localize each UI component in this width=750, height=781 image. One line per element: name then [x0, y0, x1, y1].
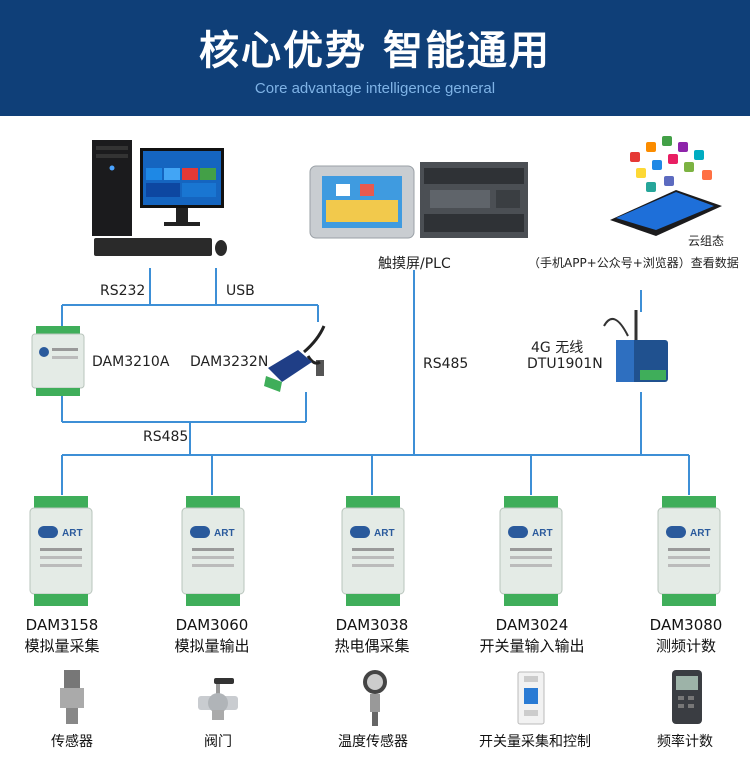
field-device-label: 开关量采集和控制 [479, 734, 591, 750]
cloud-config-label: 云组态 [688, 234, 725, 248]
dam3232n-usb-converter-icon [264, 325, 326, 392]
field-device-label: 传感器 [51, 734, 93, 750]
module-dam3158-brand: ART [62, 528, 83, 539]
module-model: DAM3158 [25, 616, 99, 634]
valve-icon [198, 678, 238, 720]
module-model: DAM3080 [649, 616, 723, 634]
usb-label: USB [226, 283, 255, 299]
module-desc: 开关量输入输出 [479, 637, 585, 655]
module-dam3024-label: DAM3024 开关量输入输出 [472, 615, 592, 657]
module-model: DAM3038 [335, 616, 409, 634]
temperature-sensor-icon [363, 670, 387, 726]
header-banner: 核心优势 智能通用 Core advantage intelligence ge… [0, 0, 750, 116]
dam3232n-label: DAM3232N [190, 354, 269, 370]
page-title: 核心优势 智能通用 [199, 28, 551, 74]
module-dam3038-brand: ART [374, 528, 395, 539]
rs485-mid-label: RS485 [423, 356, 469, 372]
module-desc: 模拟量采集 [24, 637, 100, 655]
dtu-network-label: 4G 无线 [531, 340, 584, 356]
dam3210a-converter-icon [31, 326, 85, 396]
field-device-label: 频率计数 [657, 734, 713, 750]
module-dam3060-label: DAM3060 模拟量输出 [152, 615, 272, 657]
dam3210a-label: DAM3210A [92, 354, 170, 370]
rs485-left-label: RS485 [143, 429, 189, 445]
module-dam3158-label: DAM3158 模拟量采集 [2, 615, 122, 657]
dtu-model-label: DTU1901N [527, 356, 603, 372]
module-dam3024-brand: ART [532, 528, 553, 539]
module-desc: 测频计数 [655, 637, 716, 655]
module-desc: 热电偶采集 [334, 637, 410, 655]
module-dam3080-label: DAM3080 测频计数 [626, 615, 746, 657]
dtu-4g-icon [603, 310, 668, 382]
circuit-breaker-icon [517, 671, 545, 725]
module-desc: 模拟量输出 [174, 637, 250, 655]
touchscreen-plc-icon [309, 162, 528, 239]
module-dam3038-icon: ART [341, 496, 405, 606]
field-device-label: 温度传感器 [338, 734, 408, 750]
module-dam3080-brand: ART [690, 528, 711, 539]
module-model: DAM3060 [175, 616, 249, 634]
module-model: DAM3024 [495, 616, 569, 634]
page-subtitle: Core advantage intelligence general [254, 80, 496, 97]
module-dam3038-label: DAM3038 热电偶采集 [312, 615, 432, 657]
desktop-computer-icon [92, 140, 227, 256]
plc-label: 触摸屏/PLC [378, 256, 451, 272]
cloud-view-label: （手机APP+公众号+浏览器）查看数据 [528, 256, 739, 270]
module-dam3080-icon: ART [657, 496, 721, 606]
field-device-label: 阀门 [204, 734, 232, 750]
module-dam3158-icon: ART [29, 496, 93, 606]
smartphone-app-icon [610, 136, 722, 236]
module-dam3060-brand: ART [214, 528, 235, 539]
frequency-meter-icon [672, 670, 702, 724]
rs232-label: RS232 [100, 283, 146, 299]
pressure-sensor-icon [60, 670, 84, 724]
module-dam3024-icon: ART [499, 496, 563, 606]
module-dam3060-icon: ART [181, 496, 245, 606]
